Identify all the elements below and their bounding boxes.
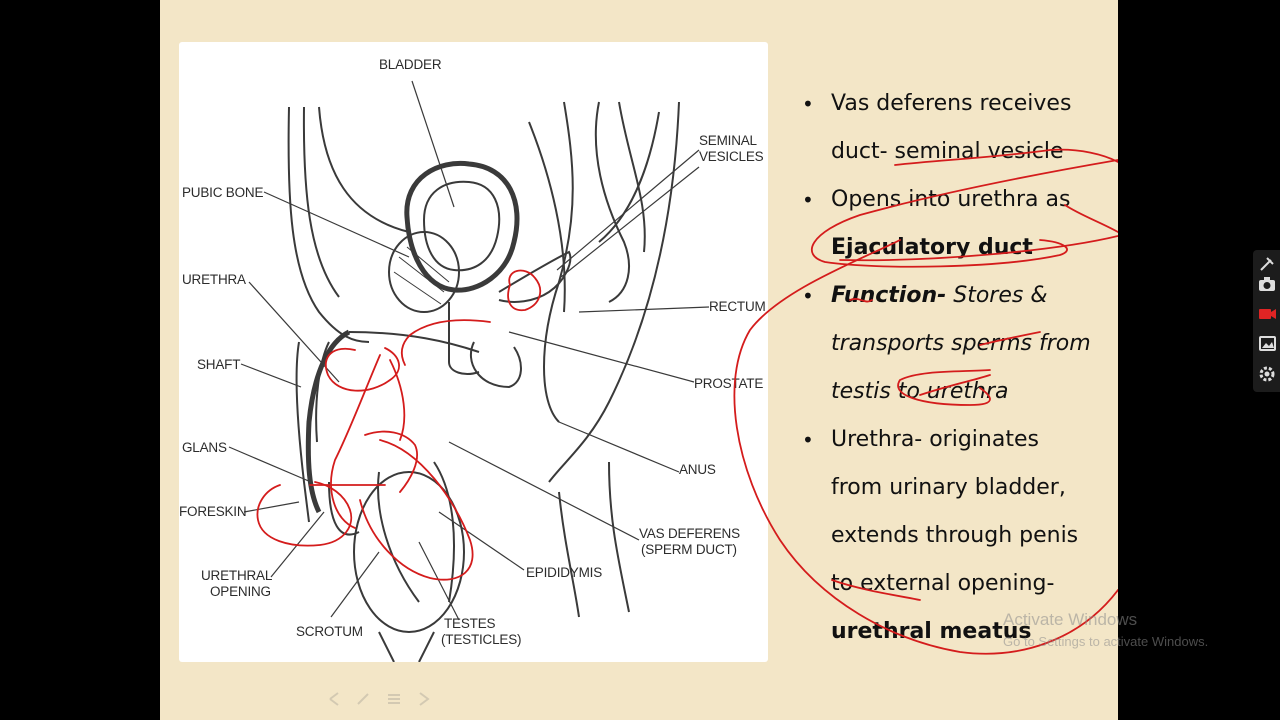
record-icon[interactable]	[1257, 304, 1277, 324]
label-rectum: RECTUM	[709, 299, 766, 314]
label-seminal-vesicles-2: VESICLES	[699, 149, 764, 164]
slide: BLADDER SEMINAL VESICLES PUBIC BONE URET…	[160, 0, 1118, 720]
bullet-opens-into-urethra: Opens into urethra as Ejaculatory duct	[798, 176, 1108, 272]
bullet-line: Function- Stores &	[831, 272, 1108, 320]
anatomy-outlines	[228, 80, 710, 662]
bullet-text: Stores &	[946, 283, 1048, 308]
label-testes-2: (TESTICLES)	[441, 632, 521, 647]
settings-icon[interactable]	[1257, 364, 1277, 384]
nav-arrows-icon[interactable]	[328, 690, 438, 708]
label-scrotum: SCROTUM	[296, 624, 363, 639]
label-shaft: SHAFT	[197, 357, 240, 372]
bullet-text: Urethra- originates	[831, 427, 1039, 452]
bullet-vas-deferens: Vas deferens receives duct- seminal vesi…	[798, 80, 1108, 176]
activate-windows-subtitle: Go to Settings to activate Windows.	[1003, 634, 1209, 649]
label-foreskin: FORESKIN	[179, 504, 246, 519]
bullet-emphasis: Ejaculatory duct	[831, 235, 1033, 260]
bullet-text: Opens into urethra as	[831, 187, 1071, 212]
label-prostate: PROSTATE	[694, 376, 763, 391]
gallery-icon[interactable]	[1257, 334, 1277, 354]
recorder-toolbar	[1253, 250, 1280, 392]
label-pubic-bone: PUBIC BONE	[182, 185, 263, 200]
bullet-term: Function-	[831, 283, 947, 308]
anatomy-diagram: BLADDER SEMINAL VESICLES PUBIC BONE URET…	[179, 42, 768, 662]
bullet-text: transports sperms from	[831, 331, 1091, 356]
bullet-text: to external opening-	[831, 571, 1055, 596]
pin-icon[interactable]	[1257, 254, 1277, 274]
bullet-text: duct- seminal vesicle	[831, 139, 1064, 164]
label-urethral-opening-1: URETHRAL	[201, 568, 273, 583]
bullet-text: testis to urethra	[831, 379, 1009, 404]
diagram-labels: BLADDER SEMINAL VESICLES PUBIC BONE URET…	[179, 57, 766, 647]
bullet-list: Vas deferens receives duct- seminal vesi…	[798, 80, 1108, 656]
bullet-text: Vas deferens receives	[831, 91, 1072, 116]
bullet-function: Function- Stores & transports sperms fro…	[798, 272, 1108, 416]
label-vas-deferens-2: (SPERM DUCT)	[641, 542, 737, 557]
label-seminal-vesicles-1: SEMINAL	[699, 133, 758, 148]
slide-nav-controls[interactable]	[328, 690, 438, 713]
bullet-text: from urinary bladder,	[831, 475, 1066, 500]
label-anus: ANUS	[679, 462, 716, 477]
anatomy-drawing: BLADDER SEMINAL VESICLES PUBIC BONE URET…	[179, 57, 766, 662]
activate-windows-title: Activate Windows	[1003, 610, 1138, 629]
label-epididymis: EPIDIDYMIS	[526, 565, 602, 580]
label-urethra: URETHRA	[182, 272, 246, 287]
label-vas-deferens-1: VAS DEFERENS	[639, 526, 740, 541]
label-testes-1: TESTES	[444, 616, 496, 631]
label-urethral-opening-2: OPENING	[210, 584, 271, 599]
camera-icon[interactable]	[1257, 274, 1277, 294]
label-glans: GLANS	[182, 440, 227, 455]
bullet-text: extends through penis	[831, 523, 1079, 548]
label-bladder: BLADDER	[379, 57, 442, 72]
